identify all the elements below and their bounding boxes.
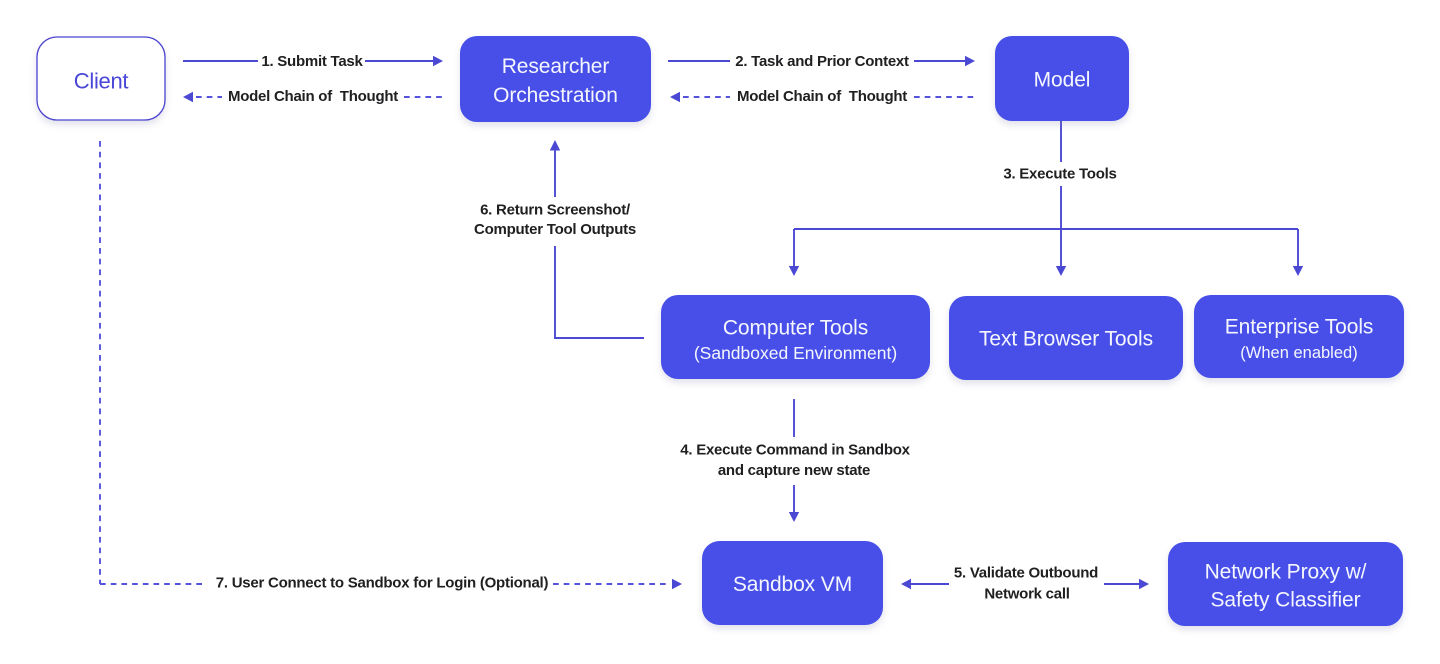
svg-text:4. Execute Command in Sandbox: 4. Execute Command in Sandbox bbox=[680, 442, 910, 459]
svg-text:Orchestration: Orchestration bbox=[493, 84, 618, 107]
svg-text:Computer Tool Outputs: Computer Tool Outputs bbox=[474, 221, 636, 238]
svg-text:2. Task and Prior Context: 2. Task and Prior Context bbox=[735, 53, 909, 70]
svg-text:Safety Classifier: Safety Classifier bbox=[1210, 589, 1360, 612]
svg-text:7. User Connect to Sandbox for: 7. User Connect to Sandbox for Login (Op… bbox=[216, 575, 549, 592]
svg-text:1. Submit Task: 1. Submit Task bbox=[261, 53, 363, 70]
svg-text:(When enabled): (When enabled) bbox=[1240, 344, 1357, 362]
svg-text:Researcher: Researcher bbox=[502, 55, 610, 78]
svg-text:Enterprise Tools: Enterprise Tools bbox=[1225, 316, 1374, 339]
svg-text:Computer Tools: Computer Tools bbox=[723, 317, 868, 340]
svg-text:Client: Client bbox=[74, 69, 129, 94]
svg-text:5. Validate Outbound: 5. Validate Outbound bbox=[954, 565, 1098, 582]
svg-text:Model: Model bbox=[1034, 69, 1091, 92]
svg-text:(Sandboxed Environment): (Sandboxed Environment) bbox=[694, 343, 897, 363]
svg-text:Network call: Network call bbox=[984, 586, 1069, 603]
svg-text:Text Browser Tools: Text Browser Tools bbox=[979, 328, 1153, 351]
svg-text:Sandbox VM: Sandbox VM bbox=[733, 573, 852, 596]
svg-text:6. Return Screenshot/: 6. Return Screenshot/ bbox=[480, 202, 631, 219]
svg-text:Network Proxy w/: Network Proxy w/ bbox=[1205, 561, 1367, 584]
svg-text:Model Chain of Thought: Model Chain of Thought bbox=[737, 88, 907, 105]
svg-text:3. Execute Tools: 3. Execute Tools bbox=[1003, 166, 1116, 183]
svg-text:Model Chain of Thought: Model Chain of Thought bbox=[228, 88, 398, 105]
svg-text:and capture new state: and capture new state bbox=[718, 462, 870, 479]
